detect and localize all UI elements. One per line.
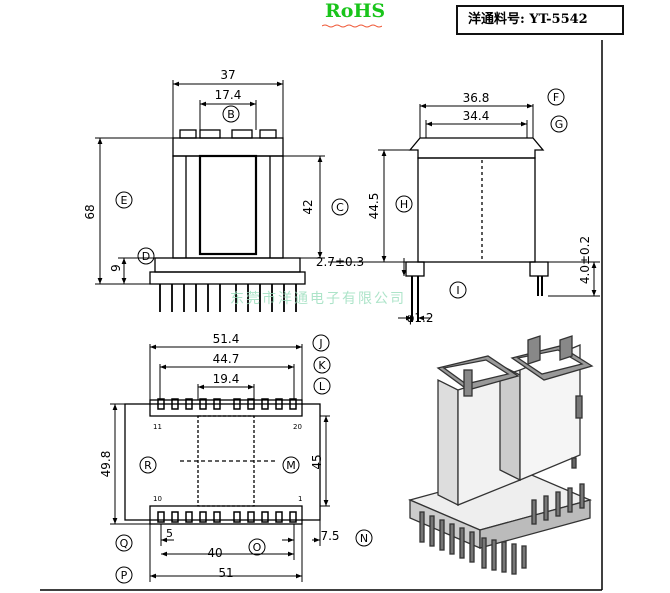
bottom-pins-top <box>157 398 297 410</box>
dim-7-5: 7.5 <box>320 529 339 543</box>
dim-19-4: 19.4 <box>213 372 240 386</box>
drawing-border <box>40 40 603 591</box>
dim-2-7: 2.7±0.3 <box>316 255 364 269</box>
dim-phi-1-2: φ1.2 <box>407 311 434 325</box>
dim-51: 51 <box>218 566 233 580</box>
bottom-view-letters: J K L R M Q O N P <box>115 334 373 584</box>
dim-49-8: 49.8 <box>99 451 113 478</box>
part-number-label: 洋通料号: <box>468 12 525 27</box>
label-R: R <box>144 459 152 472</box>
pin-label-10: 10 <box>153 495 162 503</box>
front-view-text: 37 17.4 68 42 9 <box>83 68 315 272</box>
dim-34-4: 34.4 <box>463 109 490 123</box>
label-Q: Q <box>120 537 129 550</box>
pin-label-11: 11 <box>153 423 162 431</box>
part-number-value: YT-5542 <box>529 12 588 27</box>
dim-40: 40 <box>207 546 222 560</box>
dim-44-7: 44.7 <box>213 352 240 366</box>
dim-42: 42 <box>301 199 315 214</box>
bottom-view <box>110 344 330 582</box>
dim-37: 37 <box>220 68 235 82</box>
bottom-view-text: 51.4 44.7 19.4 49.8 45 5 40 7.5 51 11 20… <box>99 332 340 580</box>
dim-36-8: 36.8 <box>463 91 490 105</box>
rohs-mark: RoHS <box>325 0 386 22</box>
front-view <box>95 80 325 312</box>
front-view-letters: B E C D <box>115 105 349 265</box>
label-I: I <box>456 284 459 297</box>
label-D: D <box>142 250 150 263</box>
watermark-text: 东莞市洋通电子有限公司 <box>230 290 406 307</box>
side-view <box>328 103 600 322</box>
iso-pins <box>419 483 585 575</box>
dim-4-0: 4.0±0.2 <box>578 236 592 284</box>
rohs-underline <box>322 24 382 28</box>
bottom-pins-bottom <box>157 511 297 523</box>
dim-5: 5 <box>166 527 173 540</box>
pin-label-20: 20 <box>293 423 302 431</box>
label-B: B <box>227 108 235 121</box>
label-L: L <box>319 380 326 393</box>
label-N: N <box>360 532 368 545</box>
dim-51-4: 51.4 <box>213 332 240 346</box>
label-F: F <box>553 91 559 104</box>
isometric-view <box>408 335 594 575</box>
pin-label-1: 1 <box>298 495 302 503</box>
side-view-letters: F G H I <box>395 88 568 299</box>
dim-9: 9 <box>109 264 123 272</box>
label-H: H <box>400 198 408 211</box>
label-P: P <box>121 569 128 582</box>
label-C: C <box>336 201 344 214</box>
label-M: M <box>286 459 296 472</box>
label-J: J <box>318 337 322 350</box>
front-pins <box>159 284 297 312</box>
side-view-text: 36.8 34.4 44.5 2.7±0.3 4.0±0.2 φ1.2 <box>316 91 592 325</box>
dim-45: 45 <box>310 454 324 469</box>
label-E: E <box>121 194 128 207</box>
dim-44-5: 44.5 <box>367 193 381 220</box>
label-G: G <box>555 118 564 131</box>
part-number-box: 洋通料号: YT-5542 <box>456 5 624 35</box>
dim-68: 68 <box>83 204 97 219</box>
label-O: O <box>253 541 262 554</box>
dim-17-4: 17.4 <box>215 88 242 102</box>
label-K: K <box>318 359 326 372</box>
